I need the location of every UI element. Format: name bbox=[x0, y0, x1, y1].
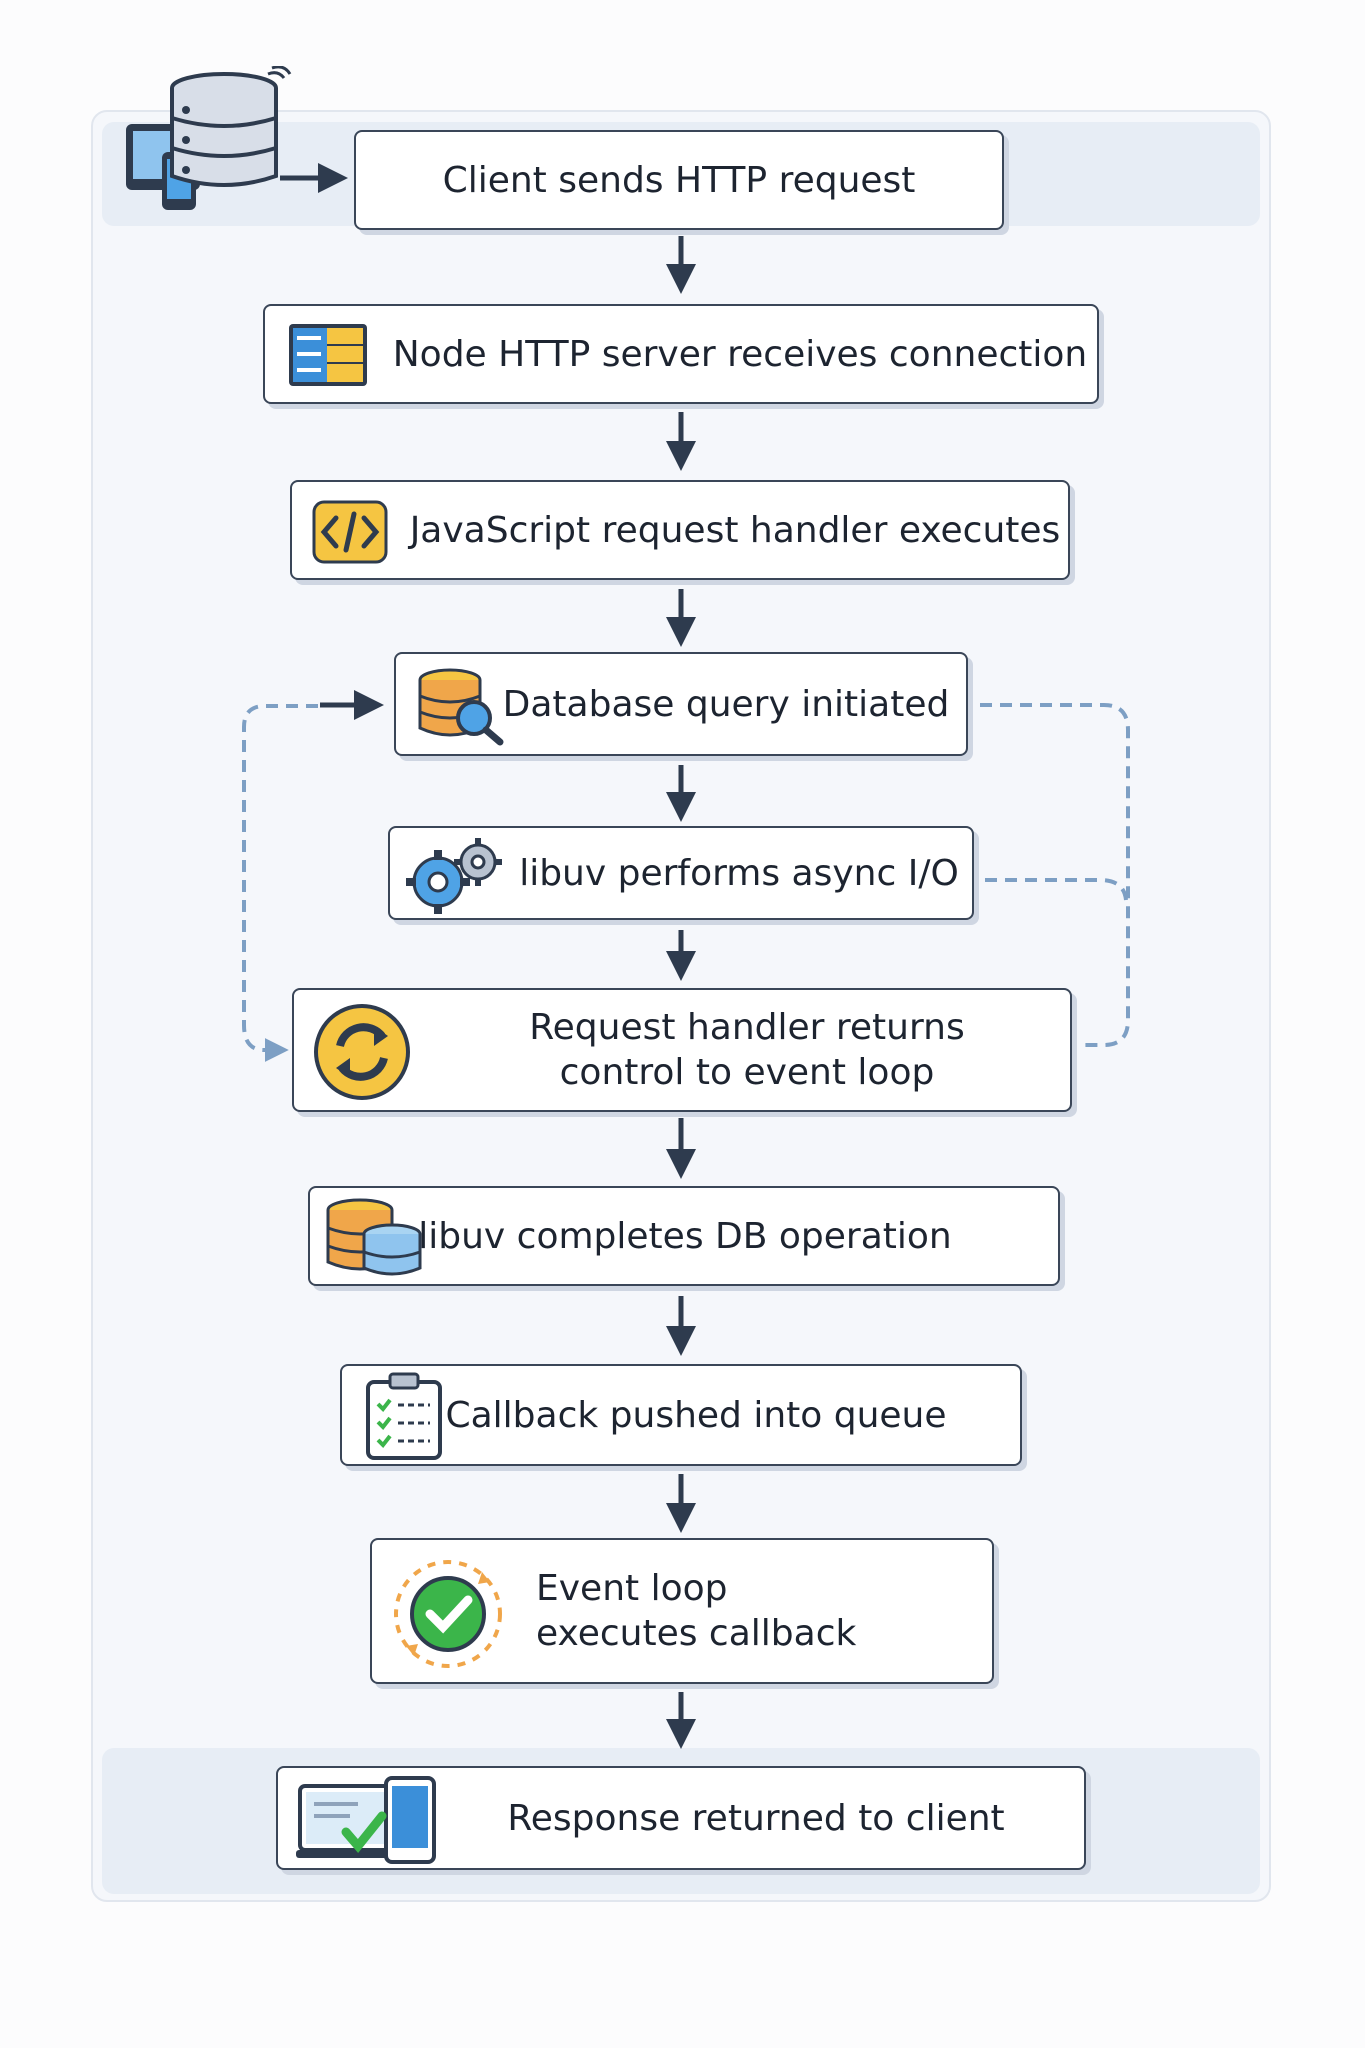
server-rack-icon bbox=[289, 324, 367, 386]
step-client-request: Client sends HTTP request bbox=[354, 130, 1004, 230]
step-label: Client sends HTTP request bbox=[442, 159, 916, 201]
step-label: Response returned to client bbox=[507, 1797, 1005, 1839]
client-devices-icon bbox=[126, 66, 292, 210]
code-icon bbox=[312, 500, 388, 564]
step-db-complete: libuv completes DB operation bbox=[308, 1186, 1060, 1286]
step-label: libuv performs async I/O bbox=[519, 852, 959, 894]
step-label: Node HTTP server receives connection bbox=[392, 333, 1088, 375]
step-callback-queued: Callback pushed into queue bbox=[340, 1364, 1022, 1466]
gears-icon bbox=[406, 838, 502, 914]
step-loop-executes: Event loop executes callback bbox=[370, 1538, 994, 1684]
step-label: Callback pushed into queue bbox=[445, 1394, 947, 1436]
monitor-check-icon bbox=[296, 1776, 436, 1864]
step-db-query: Database query initiated bbox=[394, 652, 968, 756]
step-label: libuv completes DB operation bbox=[418, 1215, 952, 1257]
step-async-io: libuv performs async I/O bbox=[388, 826, 974, 920]
refresh-icon bbox=[314, 1004, 410, 1100]
database-search-icon bbox=[418, 668, 504, 746]
step-label: Request handler returns control to event… bbox=[529, 1007, 965, 1093]
step-returns-control: Request handler returns control to event… bbox=[292, 988, 1072, 1112]
databases-icon bbox=[326, 1198, 422, 1276]
checklist-icon bbox=[366, 1372, 442, 1460]
step-response-returned: Response returned to client bbox=[276, 1766, 1086, 1870]
step-handler-executes: JavaScript request handler executes bbox=[290, 480, 1070, 580]
step-server-receives: Node HTTP server receives connection bbox=[263, 304, 1099, 404]
step-label: Event loop executes callback bbox=[536, 1568, 857, 1654]
step-label: JavaScript request handler executes bbox=[409, 509, 1061, 551]
check-cycle-icon bbox=[394, 1560, 502, 1668]
step-label: Database query initiated bbox=[502, 683, 950, 725]
